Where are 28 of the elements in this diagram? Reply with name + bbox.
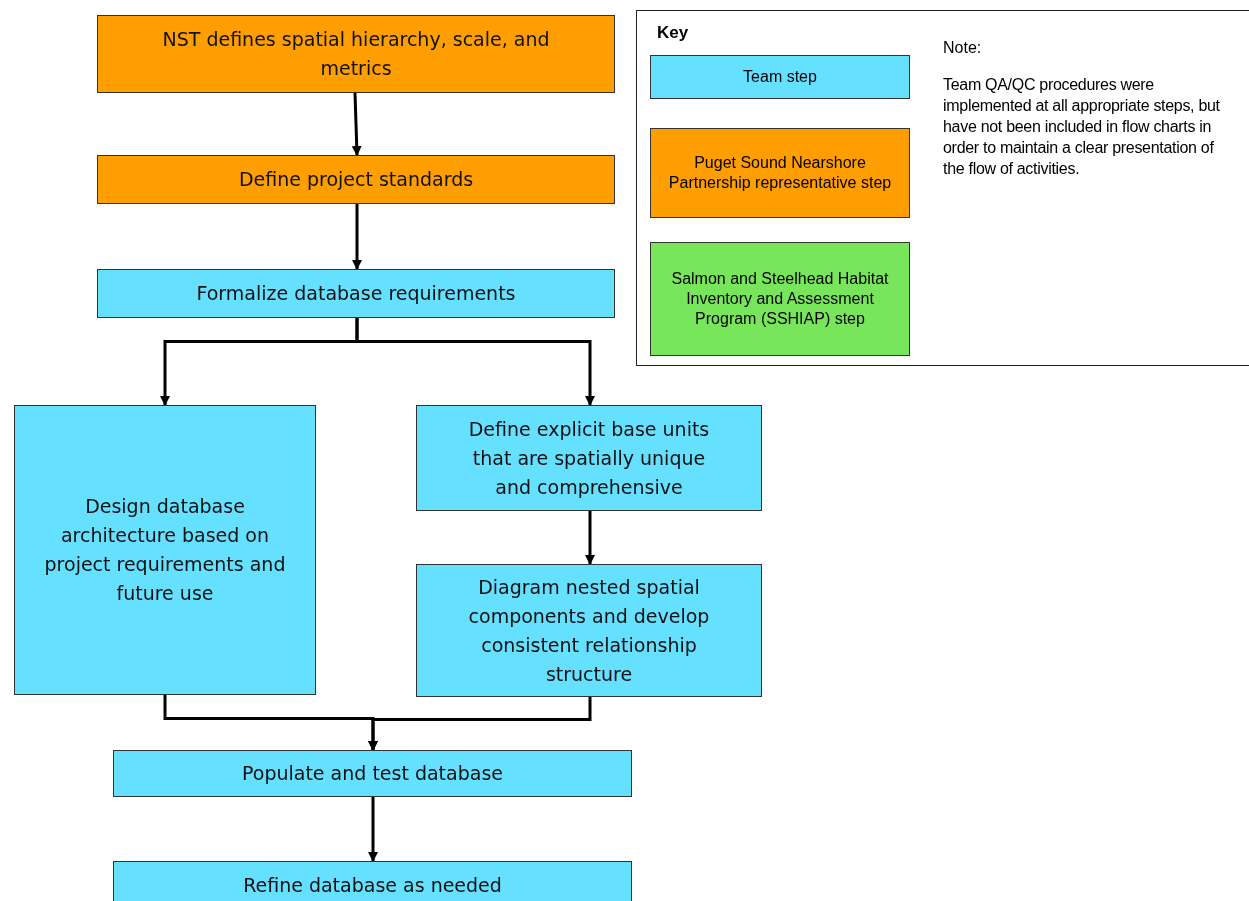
- step-text: Define project standards: [238, 167, 474, 192]
- note-heading: Note:: [943, 39, 982, 57]
- process-box: [416, 405, 762, 511]
- step-text: Formalize database requirements: [196, 281, 516, 306]
- key-title: Key: [657, 23, 689, 43]
- legend-text: Puget Sound Nearshore Partnership representative step: [667, 153, 893, 193]
- arrow: [355, 318, 595, 406]
- step-text: Define explicit base units that are spatially unique and comprehensive: [467, 416, 711, 500]
- legend-text: Team step: [743, 67, 817, 87]
- process-box: [113, 750, 632, 797]
- step-text: Refine database as needed: [243, 873, 502, 898]
- process-box: [113, 861, 632, 901]
- note-text: Team QA/QC procedures were implemented at all appropriate steps, but have not been included in flow charts in order to maintain a clear presentation of the flow of activities.: [943, 75, 1221, 179]
- step-text: Diagram nested spatial components and develop consistent relationship structure: [467, 574, 711, 687]
- process-box: [14, 405, 316, 695]
- arrow: [368, 797, 378, 862]
- process-box: [416, 564, 762, 697]
- arrow: [351, 92, 362, 156]
- process-box: [97, 155, 615, 204]
- process-box: [97, 269, 615, 318]
- step-text: Design database architecture based on project requirements and future use: [43, 494, 287, 606]
- arrow: [585, 511, 595, 565]
- arrow: [368, 697, 592, 751]
- legend-text: Salmon and Steelhead Habitat Inventory and Assessment Program (SSHIAP) step: [670, 269, 890, 329]
- arrow: [352, 204, 362, 270]
- process-box: [97, 15, 615, 93]
- step-text: Populate and test database: [242, 761, 503, 786]
- step-text: NST defines spatial hierarchy, scale, and metrics: [161, 27, 551, 81]
